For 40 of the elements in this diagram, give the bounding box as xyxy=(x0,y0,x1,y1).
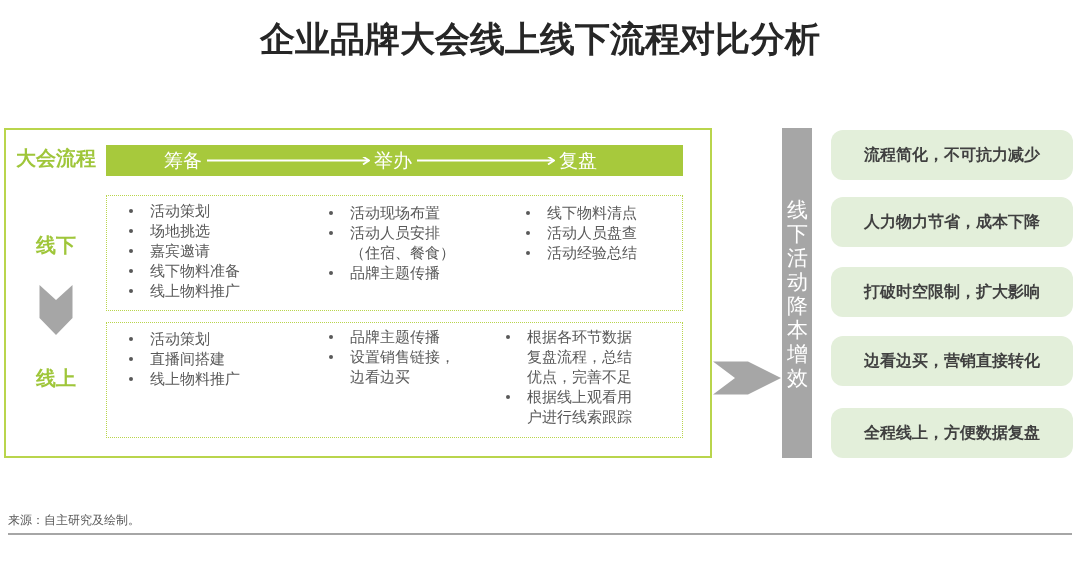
stage-bar xyxy=(106,145,683,176)
bullet-item: 品牌主题传播 xyxy=(327,263,460,283)
bullet-item: 线下物料准备 xyxy=(127,261,310,281)
title: 企业品牌大会线上线下流程对比分析 xyxy=(259,18,821,60)
bullet-item: 活动策划 xyxy=(127,201,310,221)
bullet-item: 线上物料推广 xyxy=(127,281,310,301)
bullet-item: 活动现场布置 xyxy=(327,203,460,223)
bullet-item: 嘉宾邀请 xyxy=(127,241,310,261)
section-label: 大会流程 xyxy=(16,146,96,170)
benefit-box: 全程线上，方便数据复盘 xyxy=(831,408,1073,458)
bullet-item: 根据线上观看用户进行线索跟踪 xyxy=(504,387,639,427)
arrow xyxy=(206,155,370,166)
bullet-item: 根据各环节数据复盘流程，总结优点，完善不足 xyxy=(504,327,639,387)
bullet-item: 线上物料推广 xyxy=(127,369,310,389)
stage-label: 举办 xyxy=(372,145,414,176)
benefit-box: 人力物力节省，成本下降 xyxy=(831,197,1073,247)
benefit-box: 打破时空限制，扩大影响 xyxy=(831,267,1073,317)
source-note: 来源：自主研究及绘制。 xyxy=(8,512,140,528)
row-label: 线上 xyxy=(35,366,77,391)
dotted-list-box xyxy=(106,322,683,438)
benefit-box: 流程简化，不可抗力减少 xyxy=(831,130,1073,180)
chevron-arrow xyxy=(713,361,781,395)
bullet-item: 活动人员安排（住宿、餐食） xyxy=(327,223,460,263)
bullet-item: 直播间搭建 xyxy=(127,349,310,369)
bullet-item: 品牌主题传播 xyxy=(327,327,460,347)
benefit-box: 边看边买，营销直接转化 xyxy=(831,336,1073,386)
row-label: 线下 xyxy=(35,233,77,258)
panel-frame xyxy=(4,128,712,458)
bullet-item: 线下物料清点 xyxy=(524,203,657,223)
bullet-item: 活动策划 xyxy=(127,329,310,349)
bullet-item: 活动经验总结 xyxy=(524,243,657,263)
arrow xyxy=(416,155,555,166)
banner-text: 线下活动降本增效 xyxy=(786,198,808,390)
bullet-item: 设置销售链接，边看边买 xyxy=(327,347,460,387)
bullet-item: 活动人员盘查 xyxy=(524,223,657,243)
chevron-arrow xyxy=(39,285,73,335)
dotted-list-box xyxy=(106,195,683,311)
stage-label: 筹备 xyxy=(162,145,204,176)
bullet-item: 场地挑选 xyxy=(127,221,310,241)
stage-label: 复盘 xyxy=(557,145,599,176)
